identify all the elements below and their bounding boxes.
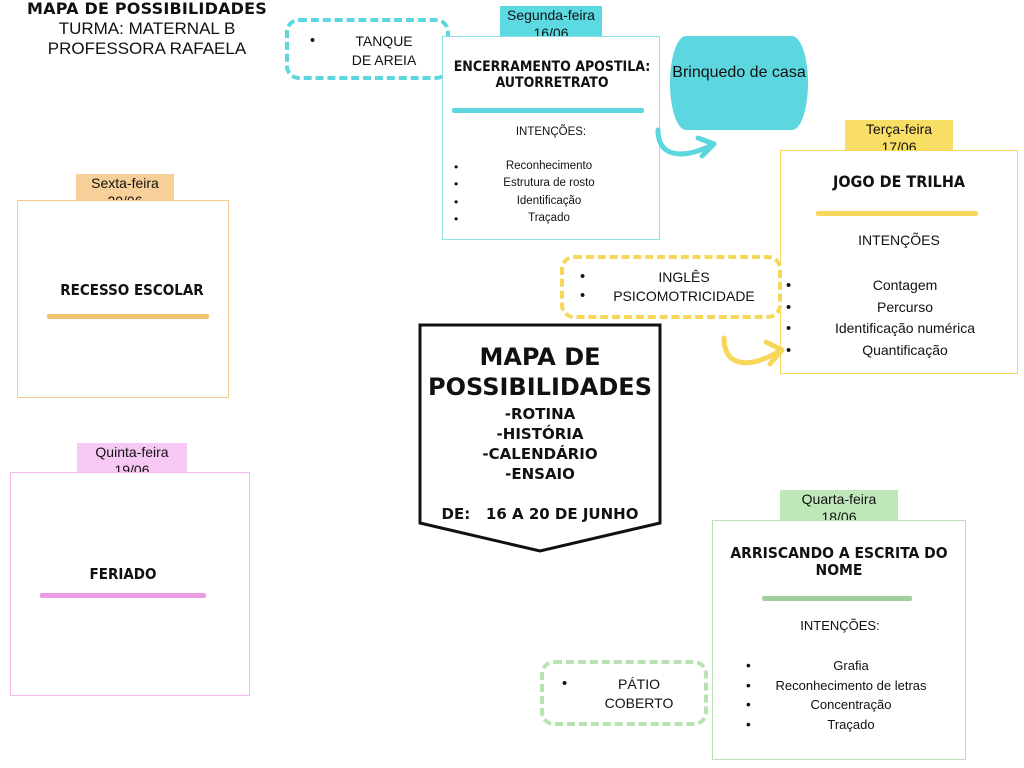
list-item: Estrutura de rosto — [454, 175, 644, 193]
center-title-line1: MAPA DE — [479, 343, 601, 371]
friday-title-underline — [47, 314, 209, 319]
center-title-shape: MAPA DE POSSIBILIDADES -ROTINA -HISTÓRIA… — [418, 323, 662, 553]
friday-card — [17, 200, 229, 398]
thursday-activity-title: FERIADO — [89, 565, 157, 583]
list-item: Reconhecimento de letras — [746, 676, 956, 696]
list-item: TANQUE DE AREIA — [310, 32, 430, 70]
page-header: MAPA DE POSSIBILIDADES TURMA: MATERNAL B… — [22, 0, 272, 59]
friday-activity-title: RECESSO ESCOLAR — [60, 281, 204, 299]
list-item: Reconhecimento — [454, 158, 644, 176]
class-name: TURMA: MATERNAL B — [58, 18, 236, 38]
center-list-item: -ENSAIO — [505, 465, 575, 483]
center-title-line2: POSSIBILIDADES — [428, 373, 652, 401]
monday-extra-label: Brinquedo de casa — [672, 64, 806, 81]
center-period: DE: 16 A 20 DE JUNHO — [441, 505, 639, 523]
list-item: Contagem — [786, 275, 1010, 297]
tuesday-intencoes-label: INTENÇÕES — [858, 232, 940, 248]
wednesday-intencoes-list: Grafia Reconhecimento de letras Concentr… — [746, 656, 956, 734]
list-item: Concentração — [746, 695, 956, 715]
list-item: Traçado — [746, 715, 956, 735]
tuesday-intencoes-list: Contagem Percurso Identificação numérica… — [786, 275, 1010, 363]
yellow-arrow — [721, 335, 785, 367]
teacher-name: PROFESSORA RAFAELA — [47, 39, 247, 59]
monday-activity-title: ENCERRAMENTO APOSTILA: AUTORRETRATO — [453, 59, 651, 91]
list-item: Percurso — [786, 297, 1010, 319]
list-item: PÁTIO COBERTO — [562, 675, 692, 713]
list-item: Traçado — [454, 210, 644, 228]
list-item: Identificação — [454, 193, 644, 211]
wednesday-title-underline — [762, 596, 912, 601]
monday-intencoes-label: INTENÇÕES: — [515, 126, 587, 138]
monday-extra-shape: Brinquedo de casa — [670, 36, 808, 130]
monday-intencoes-list: Reconhecimento Estrutura de rosto Identi… — [454, 158, 644, 228]
page-title: MAPA DE POSSIBILIDADES — [26, 0, 267, 18]
pentagon-shape-outline — [418, 323, 662, 553]
list-item: INGLÊS — [580, 268, 770, 288]
tuesday-side-note-list: INGLÊS PSICOMOTRICIDADE — [580, 268, 770, 307]
tuesday-title-underline — [816, 211, 978, 216]
tuesday-activity-title: JOGO DE TRILHA — [832, 172, 966, 191]
center-list-item: -ROTINA — [504, 405, 576, 423]
center-list-item: -HISTÓRIA — [496, 425, 584, 443]
wednesday-activity-title: ARRISCANDO A ESCRITA DO NOME — [730, 544, 948, 580]
thursday-card — [10, 472, 250, 696]
list-item: Grafia — [746, 656, 956, 676]
wednesday-side-note-list: PÁTIO COBERTO — [562, 675, 692, 713]
wednesday-intencoes-label: INTENÇÕES: — [800, 618, 880, 633]
center-list-item: -CALENDÁRIO — [482, 445, 598, 463]
thursday-title-underline — [40, 593, 206, 598]
list-item: Identificação numérica — [786, 318, 1010, 340]
monday-title-underline — [452, 108, 644, 113]
cyan-arrow — [655, 127, 717, 159]
list-item: PSICOMOTRICIDADE — [580, 287, 770, 307]
monday-side-note-list: TANQUE DE AREIA — [310, 32, 430, 70]
list-item: Quantificação — [786, 340, 1010, 362]
